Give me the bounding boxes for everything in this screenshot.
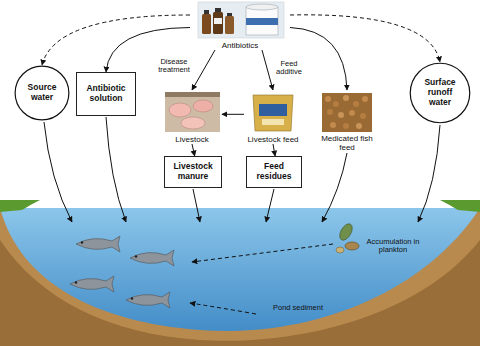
flow-arrow (273, 144, 275, 156)
runoff-circle: Surface runoff water (409, 62, 471, 124)
edge-label: Disease treatment (152, 58, 196, 75)
node-text: Livestock (175, 135, 208, 144)
node-text: Medicated fish feed (318, 134, 376, 152)
note-label: Pond sediment (262, 304, 334, 312)
fish-group (70, 236, 174, 308)
antibiotics-picture (198, 2, 284, 38)
livestock-picture (165, 92, 220, 132)
flow-arrow (290, 15, 440, 62)
node-text: Surface runoff water (417, 78, 463, 107)
plankton (336, 222, 359, 253)
node-text: Feed residues (250, 162, 298, 182)
process-box: Livestock manure (164, 156, 222, 188)
grass-right (440, 200, 480, 212)
flow-arrow (222, 114, 244, 115)
node-text: Livestock feed (247, 135, 298, 144)
node-text: Livestock manure (168, 162, 218, 182)
feed-bag-picture (253, 95, 293, 131)
edge-label: Feed additive (270, 60, 308, 77)
feed-node: Livestock feed (244, 90, 302, 144)
source-circle: Source water (14, 65, 70, 121)
livestock-node: Livestock (162, 90, 222, 144)
grass-left (0, 200, 40, 212)
node-text: Source water (19, 83, 65, 103)
pond-bed (0, 240, 480, 346)
flow-arrow (192, 144, 195, 156)
antibiotics-node: Antibiotics (190, 0, 290, 50)
fish-feed-node: Medicated fish feed (318, 90, 376, 152)
note-label: Accumulation in plankton (362, 238, 424, 255)
process-box: Feed residues (246, 156, 302, 188)
transfer-arrows (44, 117, 440, 314)
flow-arrow (290, 28, 347, 91)
circle-shape (15, 66, 69, 120)
process-box: Antibiotic solution (76, 72, 136, 116)
pond-water (0, 208, 480, 346)
node-text: Antibiotic solution (80, 84, 132, 104)
fish-feed-picture (322, 93, 372, 132)
circle-shape (410, 63, 470, 123)
pond-sediment (0, 208, 480, 346)
node-text: Antibiotics (222, 41, 258, 50)
